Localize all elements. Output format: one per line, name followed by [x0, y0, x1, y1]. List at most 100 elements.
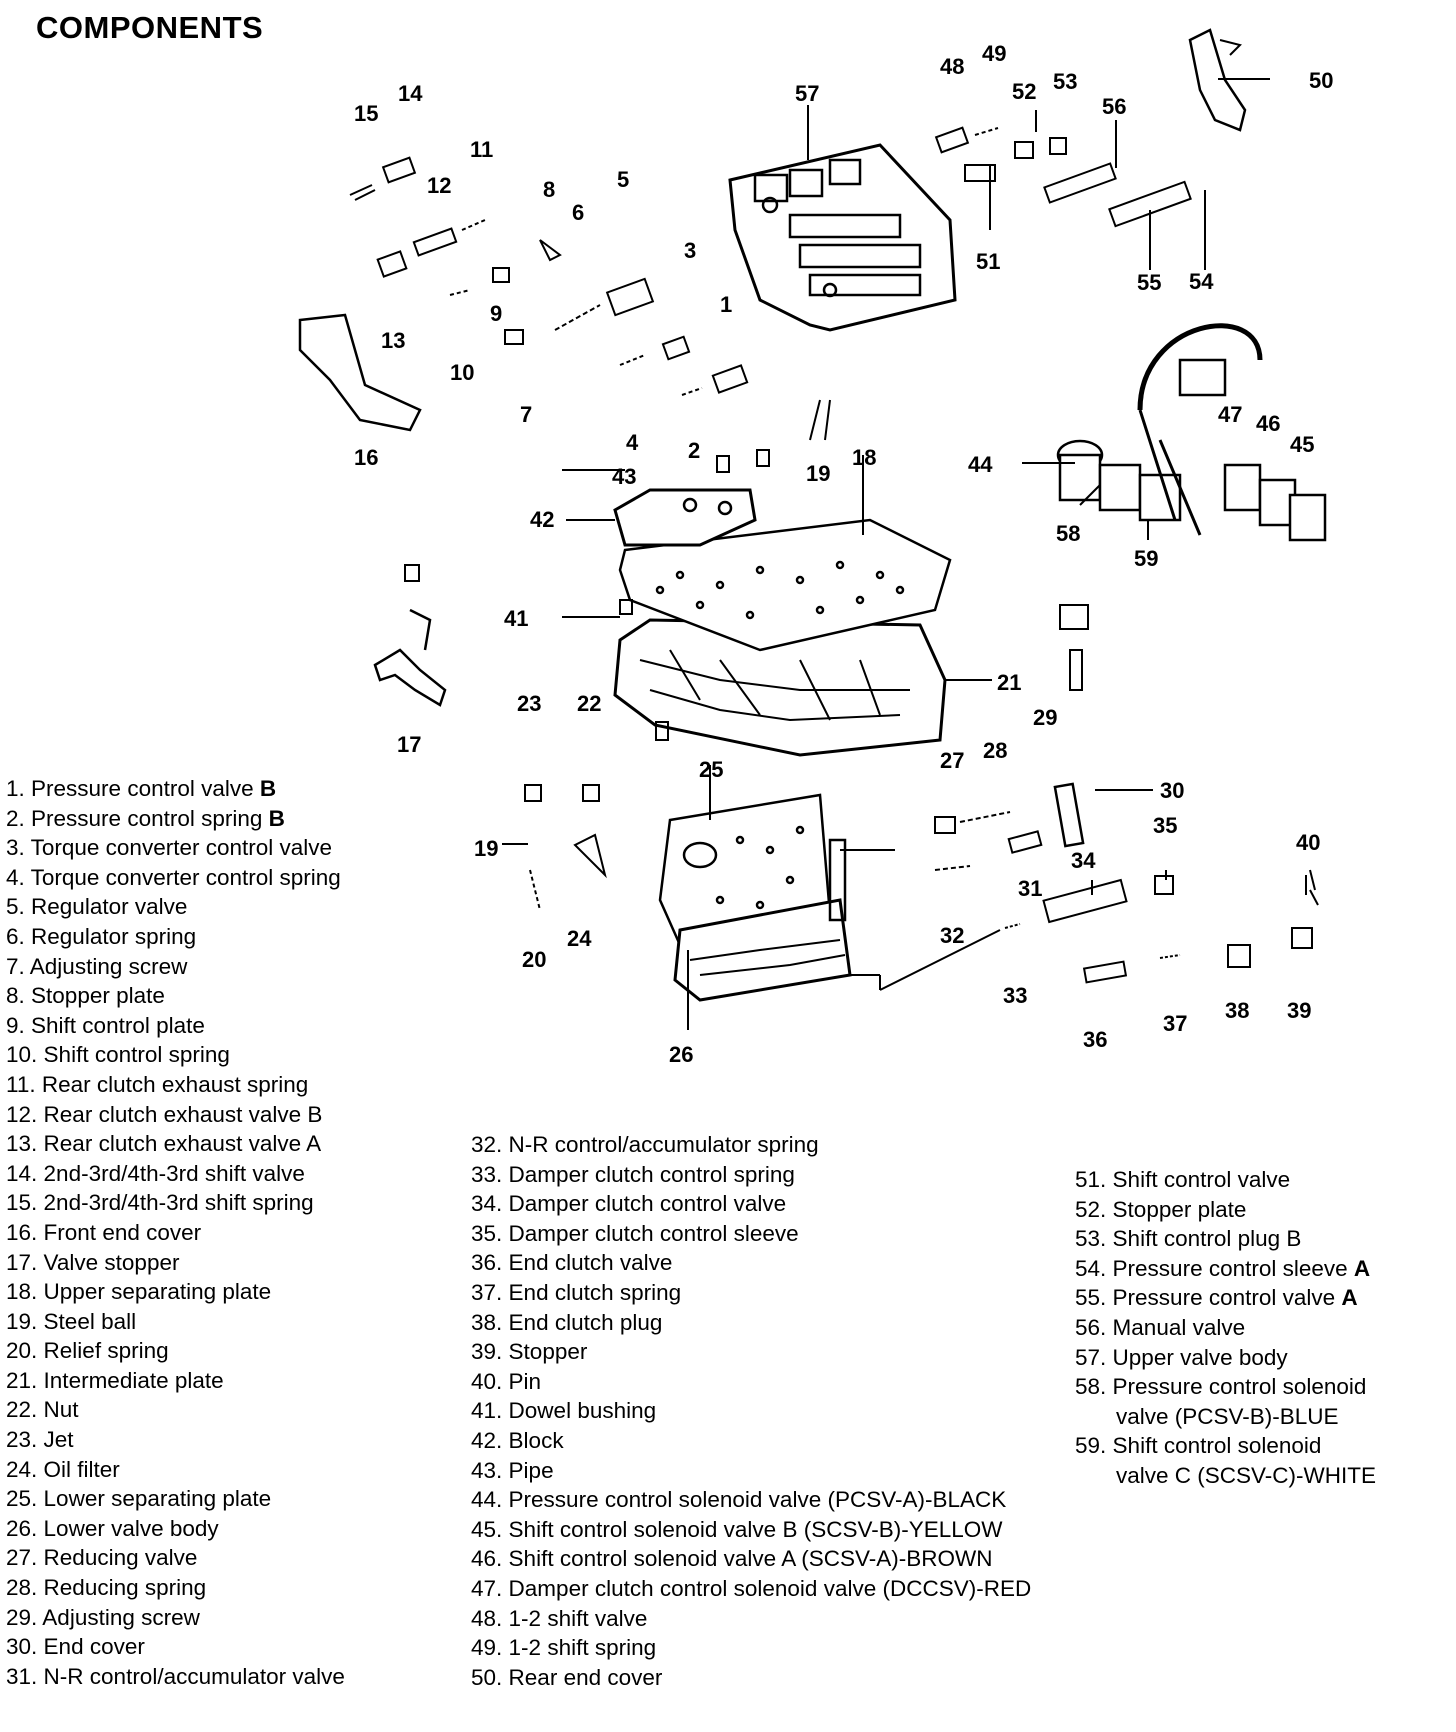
- legend-item: 57. Upper valve body: [1075, 1343, 1376, 1373]
- legend-item-number: 37.: [471, 1279, 503, 1305]
- legend-item: 45. Shift control solenoid valve B (SCSV…: [471, 1515, 1031, 1545]
- legend-item: 22. Nut: [6, 1395, 345, 1425]
- legend-item: 33. Damper clutch control spring: [471, 1160, 1031, 1190]
- legend-item-number: 7.: [6, 953, 25, 979]
- legend-item-text: Damper clutch control valve: [508, 1191, 787, 1217]
- legend-item-number: 11.: [6, 1071, 36, 1097]
- legend-item-number: 6.: [6, 923, 25, 949]
- page-title: COMPONENTS: [36, 10, 264, 45]
- callout-39: 39: [1287, 998, 1311, 1023]
- legend-item-number: 44.: [471, 1487, 503, 1513]
- legend-item-number: 39.: [471, 1339, 503, 1365]
- callout-47: 47: [1218, 402, 1242, 427]
- legend-item-number: 53.: [1075, 1226, 1107, 1252]
- legend-item-text: Pressure control solenoid: [1112, 1374, 1367, 1400]
- legend-item: 6. Regulator spring: [6, 922, 345, 952]
- legend-item-text: Stopper: [508, 1339, 588, 1365]
- callout-13: 13: [381, 328, 405, 353]
- legend-item: 59. Shift control solenoid: [1075, 1431, 1376, 1461]
- callout-53: 53: [1053, 69, 1077, 94]
- legend-item-number: 50.: [471, 1664, 503, 1690]
- legend-item: 31. N-R control/accumulator valve: [6, 1662, 345, 1692]
- legend-item-continuation: valve C (SCSV-C)-WHITE: [1116, 1462, 1377, 1488]
- callout-42: 42: [530, 507, 554, 532]
- legend-item-number: 20.: [6, 1338, 38, 1364]
- callout-44: 44: [968, 452, 993, 477]
- callout-6: 6: [572, 200, 584, 225]
- legend-item-number: 38.: [471, 1309, 503, 1335]
- legend-item: 28. Reducing spring: [6, 1573, 345, 1603]
- legend-item-number: 58.: [1075, 1374, 1107, 1400]
- legend-item-number: 31.: [6, 1663, 38, 1689]
- legend-item-text: Rear clutch exhaust valve A: [43, 1131, 322, 1157]
- lower-valve-body: [673, 838, 852, 1002]
- legend-item-text: Lower separating plate: [43, 1486, 272, 1512]
- callout-12: 12: [427, 173, 451, 198]
- legend-item: 8. Stopper plate: [6, 981, 345, 1011]
- legend-item-text: Stopper plate: [1112, 1196, 1247, 1222]
- callout-27: 27: [940, 748, 964, 773]
- legend-item-text: Adjusting screw: [42, 1604, 200, 1630]
- small-parts: [349, 39, 1319, 984]
- callout-31: 31: [1018, 876, 1042, 901]
- callout-5: 5: [617, 167, 629, 192]
- callout-48: 48: [940, 54, 964, 79]
- legend-item: 19. Steel ball: [6, 1307, 345, 1337]
- legend-item-text: Nut: [43, 1397, 79, 1423]
- legend-item-number: 52.: [1075, 1196, 1107, 1222]
- legend-item-text: 1-2 shift valve: [508, 1605, 648, 1631]
- legend-item-text: Manual valve: [1112, 1314, 1246, 1340]
- callout-20: 20: [522, 947, 546, 972]
- legend-item: 21. Intermediate plate: [6, 1366, 345, 1396]
- legend-item-number: 45.: [471, 1516, 503, 1542]
- legend-item-number: 43.: [471, 1457, 503, 1483]
- legend-item-number: 42.: [471, 1427, 503, 1453]
- callout-38: 38: [1225, 998, 1249, 1023]
- legend-item-text: Jet: [43, 1427, 74, 1453]
- legend-item-text: Torque converter control spring: [30, 864, 341, 890]
- legend-item: 49. 1-2 shift spring: [471, 1633, 1031, 1663]
- legend-item-text: Shift control plug B: [1112, 1226, 1302, 1252]
- callout-15: 15: [354, 101, 378, 126]
- legend-item: 27. Reducing valve: [6, 1543, 345, 1573]
- legend-item-text: Upper valve body: [1112, 1344, 1288, 1370]
- legend-item-number: 48.: [471, 1605, 503, 1631]
- legend-item-text: 2nd-3rd/4th-3rd shift spring: [43, 1190, 314, 1216]
- legend-item-number: 57.: [1075, 1344, 1107, 1370]
- legend-item-number: 23.: [6, 1427, 38, 1453]
- legend-item-text: End clutch plug: [508, 1309, 663, 1335]
- legend-item-text: Reducing valve: [43, 1545, 198, 1571]
- solenoid-assembly: [1056, 323, 1327, 542]
- legend-item-number: 8.: [6, 983, 25, 1009]
- callout-29: 29: [1033, 705, 1057, 730]
- callout-21: 21: [997, 670, 1021, 695]
- legend-item: 56. Manual valve: [1075, 1313, 1376, 1343]
- legend-item-number: 18.: [6, 1279, 38, 1305]
- legend-item: 40. Pin: [471, 1367, 1031, 1397]
- legend-item-number: 35.: [471, 1220, 503, 1246]
- legend-item-number: 3.: [6, 835, 25, 861]
- legend-item-number: 9.: [6, 1012, 25, 1038]
- block: [613, 488, 757, 547]
- legend-item-suffix: B: [268, 805, 285, 831]
- legend-item: 39. Stopper: [471, 1337, 1031, 1367]
- legend-item: 53. Shift control plug B: [1075, 1224, 1376, 1254]
- legend-item-text: Dowel bushing: [508, 1398, 657, 1424]
- legend-item-text: Upper separating plate: [43, 1279, 272, 1305]
- callout-49: 49: [982, 41, 1006, 66]
- legend-item-text: 2nd-3rd/4th-3rd shift valve: [43, 1160, 305, 1186]
- legend-item: 12. Rear clutch exhaust valve B: [6, 1100, 345, 1130]
- legend-item-number: 14.: [6, 1160, 38, 1186]
- legend-item-text: Stopper plate: [31, 983, 165, 1009]
- legend-item-text: Pipe: [508, 1457, 554, 1483]
- callout-16: 16: [354, 445, 378, 470]
- legend-item: 51. Shift control valve: [1075, 1165, 1376, 1195]
- legend-item: 47. Damper clutch control solenoid valve…: [471, 1574, 1031, 1604]
- legend-item-number: 15.: [6, 1190, 38, 1216]
- legend-item: 34. Damper clutch control valve: [471, 1189, 1031, 1219]
- legend-item-number: 59.: [1075, 1433, 1107, 1459]
- legend-item-number: 33.: [471, 1161, 503, 1187]
